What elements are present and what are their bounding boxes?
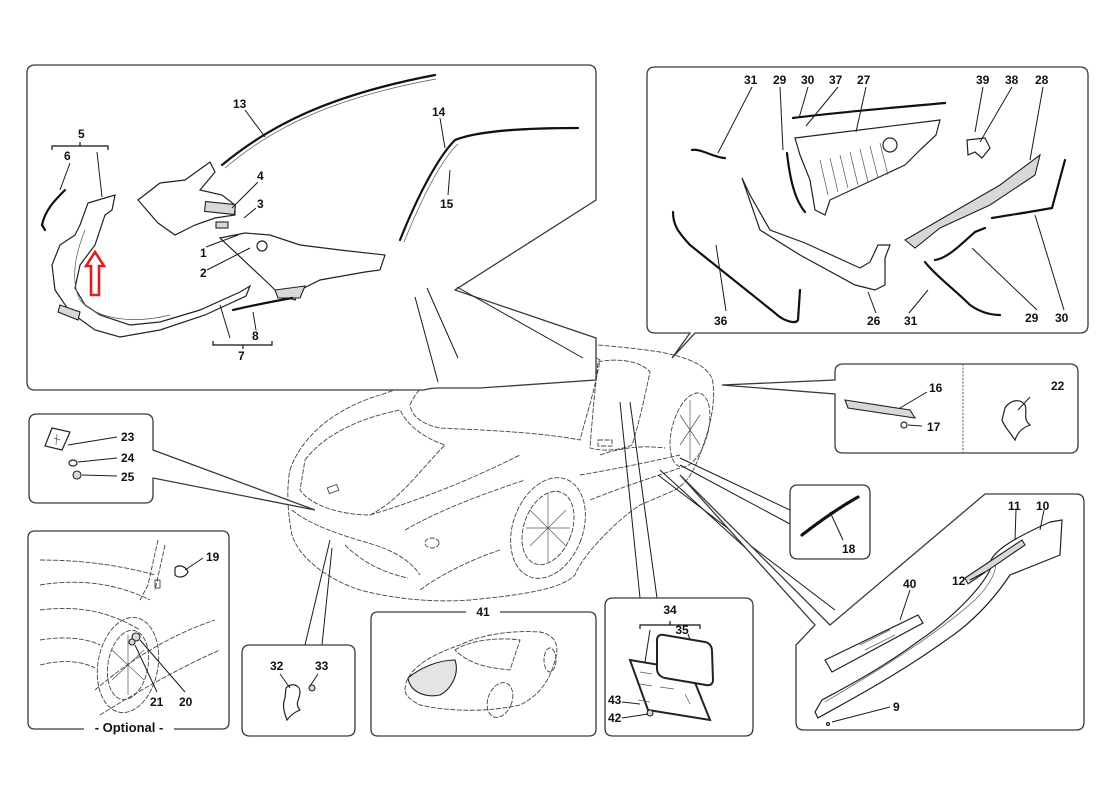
callout-2[interactable]: 2 bbox=[200, 266, 207, 280]
callout-43[interactable]: 43 bbox=[608, 693, 622, 707]
callout-16[interactable]: 16 bbox=[929, 381, 943, 395]
callout-10[interactable]: 10 bbox=[1036, 499, 1050, 513]
callout-26[interactable]: 26 bbox=[867, 314, 881, 328]
callout-1[interactable]: 1 bbox=[200, 246, 207, 260]
sill-strip-11 bbox=[964, 539, 1026, 585]
hose-31-top bbox=[690, 148, 727, 160]
cowl-grille-27 bbox=[794, 119, 941, 216]
callout-22[interactable]: 22 bbox=[1051, 379, 1065, 393]
callout-13[interactable]: 13 bbox=[233, 97, 247, 111]
callout-7[interactable]: 7 bbox=[238, 349, 245, 363]
callout-35[interactable]: 35 bbox=[675, 623, 689, 637]
callout-14[interactable]: 14 bbox=[432, 105, 446, 119]
callout-31b[interactable]: 31 bbox=[904, 314, 918, 328]
callout-30b[interactable]: 30 bbox=[1055, 311, 1069, 325]
callout-23[interactable]: 23 bbox=[121, 430, 135, 444]
callout-29b[interactable]: 29 bbox=[1025, 311, 1039, 325]
callout-36[interactable]: 36 bbox=[714, 314, 728, 328]
callout-39[interactable]: 39 bbox=[976, 73, 990, 87]
panel-side-badges: 16 17 22 bbox=[721, 363, 1079, 454]
cowl-side-trim-28 bbox=[904, 153, 1041, 249]
callout-24[interactable]: 24 bbox=[121, 451, 135, 465]
cowl-bracket-part bbox=[137, 161, 236, 236]
wheel-badge-19 bbox=[174, 565, 189, 578]
optional-caption: - Optional - bbox=[95, 720, 164, 735]
callout-33[interactable]: 33 bbox=[315, 659, 329, 673]
main-car-drawing bbox=[287, 342, 715, 602]
callout-27[interactable]: 27 bbox=[857, 73, 871, 87]
callout-6[interactable]: 6 bbox=[64, 149, 71, 163]
callout-15[interactable]: 15 bbox=[440, 197, 454, 211]
seal-36 bbox=[671, 210, 802, 324]
kick-plate-40 bbox=[824, 614, 924, 673]
clip-38 bbox=[966, 137, 991, 159]
panel-script-badge: 18 bbox=[679, 457, 871, 560]
callout-20[interactable]: 20 bbox=[179, 695, 193, 709]
callout-31[interactable]: 31 bbox=[744, 73, 758, 87]
callout-42[interactable]: 42 bbox=[608, 711, 622, 725]
callout-40[interactable]: 40 bbox=[903, 577, 917, 591]
sill-cover-10 bbox=[814, 519, 1063, 719]
callout-9[interactable]: 9 bbox=[893, 700, 900, 714]
callout-18[interactable]: 18 bbox=[842, 542, 856, 556]
callout-32[interactable]: 32 bbox=[270, 659, 284, 673]
callout-37[interactable]: 37 bbox=[829, 73, 843, 87]
panel-sill: 11 10 12 40 9 bbox=[657, 469, 1085, 731]
panel-front-horse: 32 33 bbox=[241, 539, 356, 737]
callout-25[interactable]: 25 bbox=[121, 470, 135, 484]
callout-5[interactable]: 5 bbox=[78, 127, 85, 141]
plate-seal-35 bbox=[656, 633, 715, 687]
callout-38[interactable]: 38 bbox=[1005, 73, 1019, 87]
horse-shield-22 bbox=[1001, 400, 1032, 442]
hose-31-lower bbox=[923, 260, 1002, 317]
windshield-upper-trim bbox=[220, 73, 437, 167]
callout-29[interactable]: 29 bbox=[773, 73, 787, 87]
callout-4[interactable]: 4 bbox=[257, 169, 264, 183]
panel-cowl: 31 29 30 37 27 39 38 28 36 26 31 29 30 bbox=[646, 66, 1089, 359]
callout-34[interactable]: 34 bbox=[663, 603, 677, 617]
callout-41[interactable]: 41 bbox=[476, 605, 490, 619]
front-horse-emblem-32 bbox=[282, 684, 302, 722]
callout-30[interactable]: 30 bbox=[801, 73, 815, 87]
a-pillar-lower-trim bbox=[51, 194, 252, 338]
panel-complete-car: 41 bbox=[370, 604, 597, 737]
panel-plate-holder: 34 35 43 42 bbox=[604, 401, 754, 737]
lettering-badge-16 bbox=[844, 399, 917, 419]
callout-8[interactable]: 8 bbox=[252, 329, 259, 343]
callout-11[interactable]: 11 bbox=[1008, 499, 1021, 513]
panel-hood-badge: 23 24 25 bbox=[28, 413, 316, 511]
panel-windshield-trim: 5 6 13 4 3 1 2 8 7 14 15 bbox=[26, 64, 597, 391]
callout-21[interactable]: 21 bbox=[150, 695, 164, 709]
callout-3[interactable]: 3 bbox=[257, 197, 264, 211]
cowl-lower-panel-26 bbox=[741, 177, 891, 291]
callout-28[interactable]: 28 bbox=[1035, 73, 1049, 87]
up-arrow-icon bbox=[83, 249, 107, 297]
cowl-seal-30 bbox=[791, 101, 947, 120]
callout-19[interactable]: 19 bbox=[206, 550, 220, 564]
script-lettering-18 bbox=[800, 495, 860, 537]
panel-optional-wheel: 19 21 20 - Optional - bbox=[27, 530, 230, 736]
callout-12[interactable]: 12 bbox=[952, 574, 966, 588]
callout-17[interactable]: 17 bbox=[927, 420, 941, 434]
